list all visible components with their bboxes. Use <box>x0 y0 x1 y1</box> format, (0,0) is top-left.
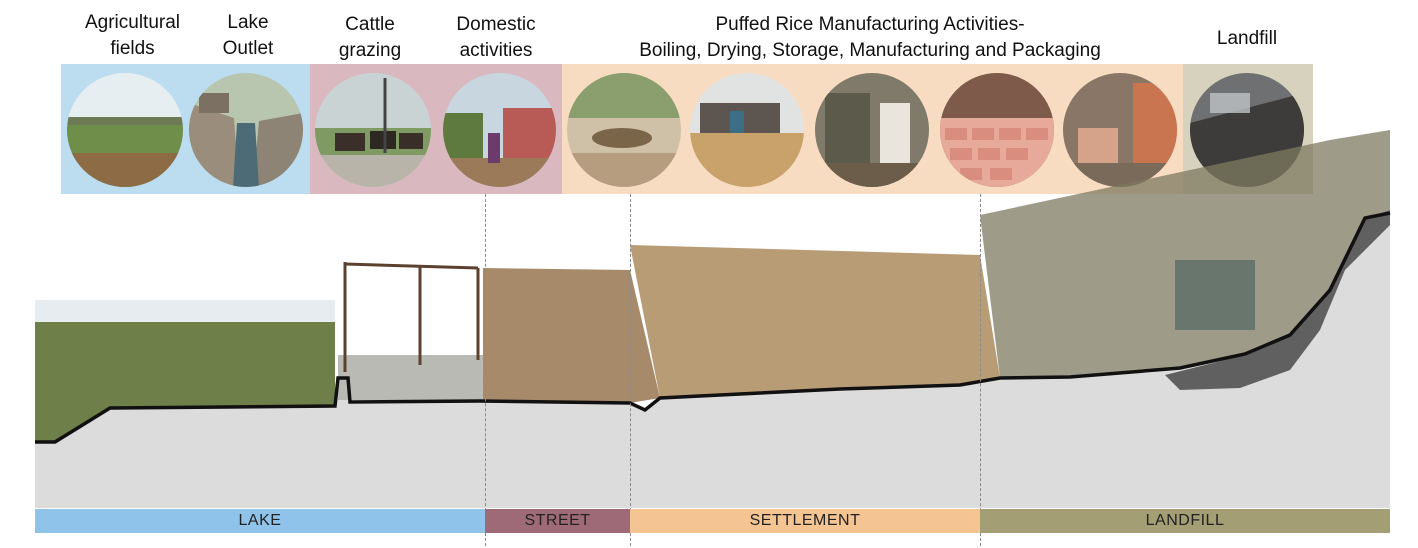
divider-lake-street <box>485 194 486 546</box>
zone-lake-label: LAKE <box>239 512 282 530</box>
panorama-wall <box>338 355 483 400</box>
panorama-lake-sky <box>35 300 335 322</box>
zone-settlement: SETTLEMENT <box>630 509 980 533</box>
zone-landfill: LANDFILL <box>980 509 1390 533</box>
panorama-settlement <box>630 245 1000 398</box>
divider-settlement-landfill <box>980 194 981 546</box>
divider-street-settlement <box>630 194 631 546</box>
zone-lake: LAKE <box>35 509 485 533</box>
zone-landfill-label: LANDFILL <box>1146 512 1225 530</box>
zone-street: STREET <box>485 509 630 533</box>
zone-settlement-label: SETTLEMENT <box>750 512 861 530</box>
panorama-street <box>483 268 660 403</box>
zone-street-label: STREET <box>524 512 590 530</box>
